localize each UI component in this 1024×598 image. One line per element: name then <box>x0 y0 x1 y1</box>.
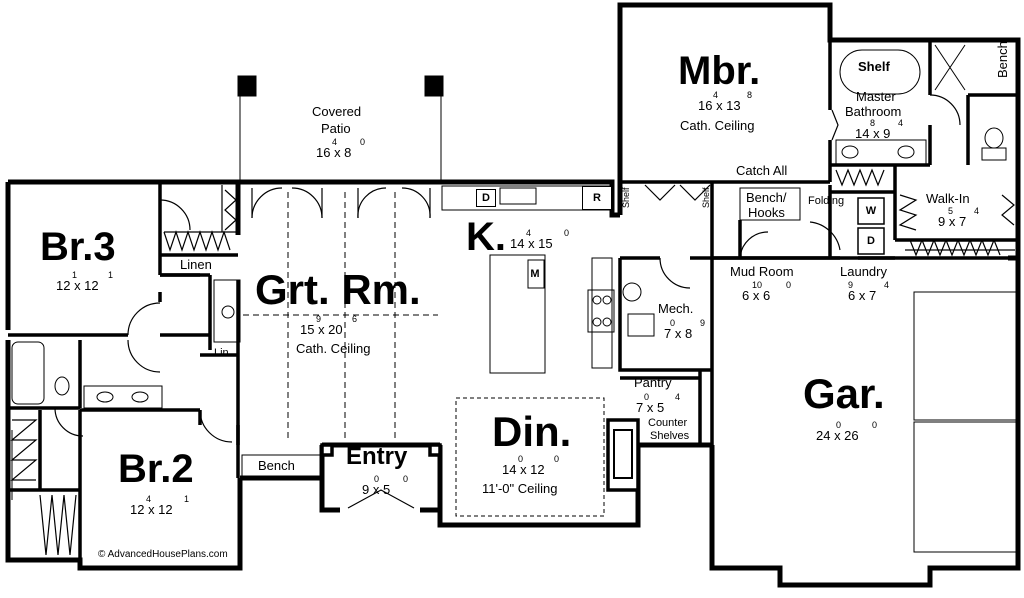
room-dim-sup-master-bath-b: 4 <box>898 118 904 128</box>
room-name-br2: Br.2 <box>118 447 194 491</box>
room-name-patio-2: Patio <box>321 121 351 136</box>
room-dim-master-bath: 14 x 9 <box>855 126 891 141</box>
room-dim-pantry: 7 x 5 <box>636 400 665 415</box>
room-dim-sup-dining-a: 0 <box>518 454 524 464</box>
room-dim-sup-dining-b: 0 <box>554 454 560 464</box>
room-name-master-bath-1: Master <box>856 89 896 104</box>
room-dim-sup-kitchen-a: 4 <box>526 228 532 238</box>
microwave-box: M <box>530 268 540 280</box>
label-bench-entry: Bench <box>258 458 295 473</box>
closet-hatch <box>10 168 1015 556</box>
room-dim-br2: 12 x 12 <box>130 502 173 517</box>
room-note-dining: 11'-0" Ceiling <box>482 481 558 496</box>
label-linen: Linen <box>180 257 212 272</box>
room-dim-sup-garage-a: 0 <box>836 420 842 430</box>
room-dim-sup-mbr-a: 4 <box>713 90 719 100</box>
room-dim-sup-laundry-b: 4 <box>884 280 890 290</box>
room-dim-sup-kitchen-b: 0 <box>564 228 570 238</box>
label-shelf-right: Shelf <box>701 187 711 208</box>
room-dim-sup-laundry-a: 9 <box>848 280 854 290</box>
room-name-kitchen: K. <box>466 215 506 259</box>
room-dim-sup-mech-a: 0 <box>670 318 676 328</box>
dryer-box: D <box>867 235 875 247</box>
room-dim-sup-br3-a: 1 <box>72 270 78 280</box>
room-note-mbr: Cath. Ceiling <box>680 118 755 133</box>
room-dim-sup-mech-b: 9 <box>700 318 706 328</box>
room-dim-entry: 9 x 5 <box>362 482 391 497</box>
room-dim-mbr: 16 x 13 <box>698 98 741 113</box>
label-counter-shelves-1: Counter <box>648 417 688 429</box>
room-name-grt-rm: Grt. Rm. <box>255 266 421 313</box>
washer-box: W <box>865 205 877 217</box>
room-name-garage: Gar. <box>803 370 885 417</box>
door-swings <box>54 94 961 509</box>
room-dim-dining: 14 x 12 <box>502 462 545 477</box>
copyright-text: © AdvancedHousePlans.com <box>98 549 228 560</box>
room-dim-patio: 16 x 8 <box>316 145 352 160</box>
label-counter-shelves-2: Shelves <box>650 430 690 442</box>
room-dim-mud-room: 6 x 6 <box>742 288 771 303</box>
room-dim-sup-grt-rm-b: 6 <box>352 314 358 324</box>
room-name-dining: Din. <box>492 408 572 455</box>
room-name-patio-1: Covered <box>312 104 362 119</box>
room-dim-sup-garage-b: 0 <box>872 420 878 430</box>
room-dim-sup-br3-b: 1 <box>108 270 114 280</box>
room-name-br3: Br.3 <box>40 225 116 269</box>
room-dim-sup-walk-in-b: 4 <box>974 206 980 216</box>
room-dim-sup-pantry-a: 0 <box>644 392 650 402</box>
room-dim-garage: 24 x 26 <box>816 428 859 443</box>
room-name-mud-room: Mud Room <box>730 264 794 279</box>
room-note-grt-rm: Cath. Ceiling <box>296 341 371 356</box>
label-shelf-left: Shelf <box>621 187 631 208</box>
room-dim-kitchen: 14 x 15 <box>510 236 553 251</box>
room-dim-laundry: 6 x 7 <box>848 288 877 303</box>
room-dim-sup-entry-a: 0 <box>374 474 380 484</box>
label-shelf-bath: Shelf <box>858 59 890 74</box>
room-name-laundry: Laundry <box>840 264 887 279</box>
room-dim-sup-walk-in-a: 5 <box>948 206 954 216</box>
room-dim-grt-rm: 15 x 20 <box>300 322 343 337</box>
label-bench-hooks-2: Hooks <box>748 205 785 220</box>
room-dim-sup-mud-room-b: 0 <box>786 280 792 290</box>
room-dim-sup-grt-rm-a: 9 <box>316 314 322 324</box>
room-dim-mech: 7 x 8 <box>664 326 693 341</box>
room-dim-sup-br2-a: 4 <box>146 494 152 504</box>
room-name-mech: Mech. <box>658 301 694 316</box>
room-dim-sup-mbr-b: 8 <box>747 90 753 100</box>
label-lin: Lin. <box>214 347 232 359</box>
room-dim-sup-master-bath-a: 8 <box>870 118 876 128</box>
room-name-entry: Entry <box>346 443 408 470</box>
room-dim-br3: 12 x 12 <box>56 278 99 293</box>
room-name-pantry: Pantry <box>634 375 672 390</box>
room-dim-sup-pantry-b: 4 <box>675 392 681 402</box>
room-dim-sup-mud-room-a: 10 <box>752 280 763 290</box>
room-dim-walk-in: 9 x 7 <box>938 214 967 229</box>
label-folding: Folding <box>808 195 845 207</box>
label-catch-all: Catch All <box>736 163 788 178</box>
dishwasher-box: D <box>476 189 496 207</box>
room-dim-sup-patio-b: 0 <box>360 137 366 147</box>
room-name-master-bath-2: Bathroom <box>845 104 902 119</box>
interior-walls <box>8 40 1018 560</box>
room-dim-sup-entry-b: 0 <box>403 474 409 484</box>
room-name-mbr: Mbr. <box>678 49 761 93</box>
label-bench-top: Bench <box>995 41 1010 78</box>
room-name-walk-in: Walk-In <box>926 191 970 206</box>
label-bench-hooks-1: Bench/ <box>746 190 787 205</box>
refrigerator-box: R <box>582 186 612 210</box>
fixtures <box>11 44 1019 553</box>
room-dim-sup-br2-b: 1 <box>184 494 190 504</box>
room-dim-sup-patio-a: 4 <box>332 137 338 147</box>
